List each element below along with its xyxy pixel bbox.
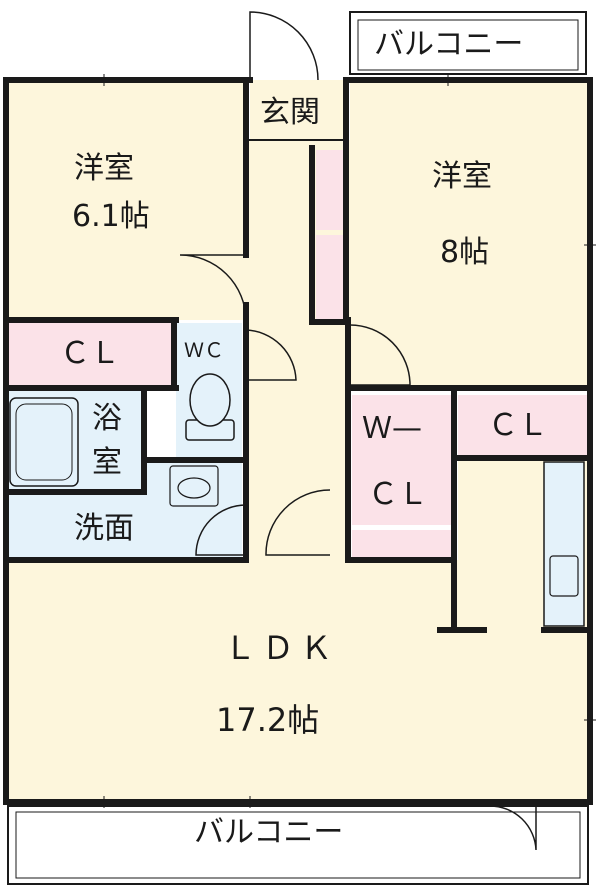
bathtub — [9, 397, 79, 487]
closet-left — [8, 323, 172, 385]
closet-left-label: ＣＬ — [60, 336, 120, 371]
room-right — [350, 80, 588, 390]
room-right-size: 8帖 — [440, 235, 490, 270]
walkin-label-2: ＣＬ — [368, 477, 428, 512]
toilet-label: ＷＣ — [184, 338, 224, 362]
washroom-label: 洗面 — [74, 511, 134, 546]
bath-label-2: 室 — [92, 445, 122, 480]
walkin-closet — [352, 395, 452, 525]
closet-right — [458, 395, 588, 455]
toilet-bowl — [189, 373, 231, 427]
shoe-storage-top — [316, 150, 346, 230]
entrance-area — [250, 80, 346, 140]
door-swings — [179, 254, 537, 851]
ldk-area — [8, 560, 588, 800]
room-left-name: 洋室 — [74, 151, 134, 186]
entrance-door-swing — [249, 11, 319, 81]
closet-right-label: ＣＬ — [488, 408, 548, 443]
walls — [3, 77, 593, 805]
kitchen-counter — [543, 461, 585, 627]
balcony-bottom — [7, 805, 589, 885]
ldk-label: ＬＤＫ — [224, 629, 339, 667]
room-left-size: 6.1帖 — [72, 199, 150, 234]
ldk-size: 17.2帖 — [216, 701, 320, 739]
balcony-bottom-label: バルコニー — [194, 815, 344, 850]
shoe-storage-bottom — [316, 235, 346, 320]
kitchen-sink — [549, 555, 579, 597]
bath-label-1: 浴 — [92, 401, 122, 436]
room-left — [8, 80, 246, 320]
entrance-label: 玄関 — [260, 95, 320, 130]
room-right-name: 洋室 — [432, 159, 492, 194]
walkin-label-1: Ｗ— — [362, 411, 422, 446]
closet-small — [352, 530, 452, 558]
balcony-top — [349, 11, 587, 75]
wash-basin — [169, 465, 219, 507]
balcony-top-label: バルコニー — [374, 27, 524, 62]
